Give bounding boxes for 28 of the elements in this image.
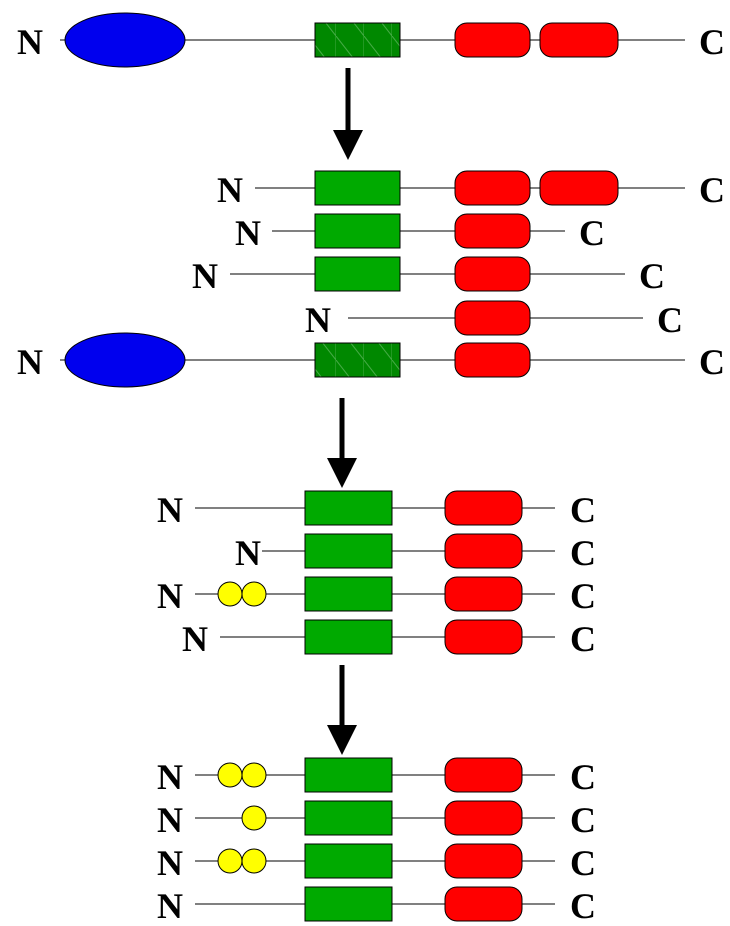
- terminus-label: N: [157, 492, 183, 528]
- terminus-label: C: [570, 535, 596, 571]
- terminus-label: C: [570, 492, 596, 528]
- terminus-label: C: [699, 172, 725, 208]
- terminus-label: C: [570, 888, 596, 924]
- terminus-label: N: [235, 215, 261, 251]
- terminus-label: N: [217, 172, 243, 208]
- terminus-label: N: [235, 535, 261, 571]
- terminus-label: N: [305, 302, 331, 338]
- terminus-label: C: [699, 24, 725, 60]
- terminus-label: C: [639, 258, 665, 294]
- terminus-label: N: [17, 344, 43, 380]
- terminus-label: N: [157, 888, 183, 924]
- terminus-label: N: [157, 845, 183, 881]
- terminus-label: C: [699, 344, 725, 380]
- terminus-label: N: [192, 258, 218, 294]
- terminus-label: N: [157, 802, 183, 838]
- terminus-label: N: [157, 759, 183, 795]
- terminus-label: N: [17, 24, 43, 60]
- terminus-label: C: [657, 302, 683, 338]
- terminus-label: C: [570, 802, 596, 838]
- terminus-label: C: [570, 578, 596, 614]
- terminus-label: C: [570, 621, 596, 657]
- terminus-label: C: [570, 759, 596, 795]
- terminus-label: N: [157, 578, 183, 614]
- terminus-label: C: [570, 845, 596, 881]
- terminus-label: C: [579, 215, 605, 251]
- terminus-label: N: [182, 621, 208, 657]
